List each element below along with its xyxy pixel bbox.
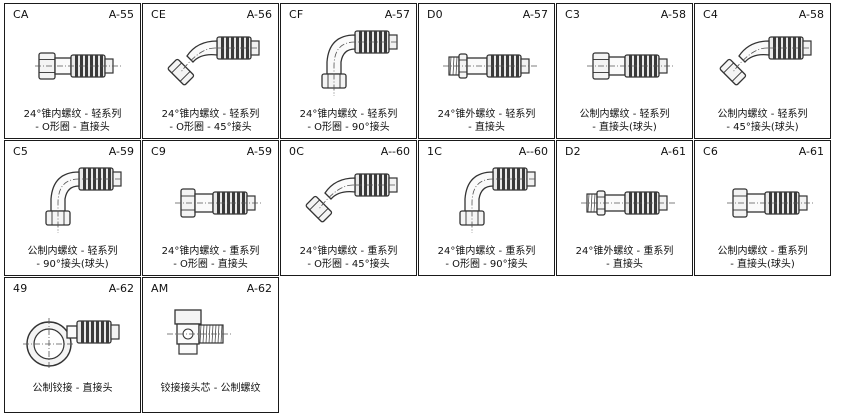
description-line-1: 公制内螺纹 - 轻系列: [579, 109, 670, 120]
fitting-card: CF A-57 24°锥内螺纹 - 轻系列 - O形圈 - 90°接头: [280, 3, 417, 139]
fitting-drawing: [321, 30, 398, 96]
description-line-2: - O形圈 - 直接头: [173, 259, 248, 270]
fitting-drawing: [459, 167, 536, 233]
catalog-page-ref: A-58: [798, 8, 824, 21]
fitting-card: 49 A-62 公制铰接 - 直接头: [4, 277, 141, 413]
fitting-drawing: [587, 52, 675, 80]
fitting-code: CF: [289, 8, 304, 21]
fitting-code: 49: [13, 282, 28, 295]
fitting-drawing: [443, 53, 537, 79]
description-line-1: 公制内螺纹 - 轻系列: [717, 109, 808, 120]
fitting-description: 公制内螺纹 - 轻系列 - 直接头(球头): [559, 108, 690, 134]
fitting-card: C9 A-59 24°锥内螺纹 - 重系列 - O形圈 - 直接头: [142, 140, 279, 276]
fitting-description: 公制铰接 - 直接头: [7, 382, 138, 395]
description-line-1: 24°锥外螺纹 - 重系列: [575, 246, 674, 257]
fitting-description: 24°锥内螺纹 - 重系列 - O形圈 - 45°接头: [283, 245, 414, 271]
fitting-code: D2: [565, 145, 581, 158]
fitting-code: 1C: [427, 145, 443, 158]
fitting-card: CA A-55 24°锥内螺纹 - 轻系列 - O形圈 - 直接头: [4, 3, 141, 139]
description-line-2: - O形圈 - 45°接头: [307, 259, 390, 270]
fitting-code: CA: [13, 8, 29, 21]
fitting-card: AM A-62 铰接接头芯 - 公制螺纹: [142, 277, 279, 413]
catalog-page-ref: A--60: [518, 145, 548, 158]
catalog-page-ref: A-59: [108, 145, 134, 158]
description-line-2: - 直接头(球头): [592, 122, 657, 133]
catalog-page-ref: A-55: [108, 8, 134, 21]
description-line-2: - O形圈 - 45°接头: [169, 122, 252, 133]
catalog-page-ref: A-56: [246, 8, 272, 21]
catalog-page-ref: A-57: [522, 8, 548, 21]
fitting-code: C3: [565, 8, 581, 21]
description-line-2: - 直接头(球头): [730, 259, 795, 270]
catalog-page-ref: A-62: [108, 282, 134, 295]
fitting-drawing: [23, 318, 120, 370]
fitting-drawing: [35, 52, 121, 80]
fitting-drawing: [305, 173, 398, 223]
fitting-code: C4: [703, 8, 719, 21]
description-line-1: 24°锥外螺纹 - 轻系列: [437, 109, 536, 120]
fitting-description: 24°锥内螺纹 - 重系列 - O形圈 - 90°接头: [421, 245, 552, 271]
fitting-card: D0 A-57 24°锥外螺纹 - 轻系列 - 直接头: [418, 3, 555, 139]
fitting-card: C4 A-58 公制内螺纹 - 轻系列 - 45°接头(球头): [694, 3, 831, 139]
fitting-description: 24°锥内螺纹 - 重系列 - O形圈 - 直接头: [145, 245, 276, 271]
fitting-code: C6: [703, 145, 719, 158]
fitting-card: C6 A-61 公制内螺纹 - 重系列 - 直接头(球头): [694, 140, 831, 276]
fitting-description: 公制内螺纹 - 轻系列 - 90°接头(球头): [7, 245, 138, 271]
fitting-code: D0: [427, 8, 443, 21]
fitting-code: CE: [151, 8, 167, 21]
fitting-card: C3 A-58 公制内螺纹 - 轻系列 - 直接头(球头): [556, 3, 693, 139]
description-line-2: - 直接头: [468, 122, 505, 133]
description-line-2: - O形圈 - 90°接头: [307, 122, 390, 133]
catalog-page-ref: A-61: [798, 145, 824, 158]
catalog-page-ref: A--60: [380, 145, 410, 158]
fitting-description: 24°锥外螺纹 - 轻系列 - 直接头: [421, 108, 552, 134]
catalog-page-ref: A-59: [246, 145, 272, 158]
fitting-card: 1C A--60 24°锥内螺纹 - 重系列 - O形圈 - 90°接头: [418, 140, 555, 276]
description-line-1: 24°锥内螺纹 - 重系列: [437, 246, 536, 257]
description-line-2: - O形圈 - 直接头: [35, 122, 110, 133]
description-line-1: 24°锥内螺纹 - 轻系列: [23, 109, 122, 120]
fitting-drawing: [719, 36, 812, 86]
fitting-code: 0C: [289, 145, 305, 158]
fitting-description: 铰接接头芯 - 公制螺纹: [145, 382, 276, 395]
description-line-2: - 直接头: [606, 259, 643, 270]
fitting-code: C9: [151, 145, 167, 158]
fitting-description: 24°锥内螺纹 - 轻系列 - O形圈 - 45°接头: [145, 108, 276, 134]
description-line-1: 24°锥内螺纹 - 轻系列: [161, 109, 260, 120]
fitting-card: CE A-56 24°锥内螺纹 - 轻系列 - O形圈 - 45°接头: [142, 3, 279, 139]
description-line-1: 24°锥内螺纹 - 重系列: [299, 246, 398, 257]
catalog-page-ref: A-61: [660, 145, 686, 158]
fitting-drawing: [167, 309, 231, 355]
fitting-drawing: [175, 188, 261, 218]
fitting-description: 公制内螺纹 - 重系列 - 直接头(球头): [697, 245, 828, 271]
catalog-page-ref: A-57: [384, 8, 410, 21]
fitting-description: 24°锥外螺纹 - 重系列 - 直接头: [559, 245, 690, 271]
description-line-1: 公制铰接 - 直接头: [32, 383, 113, 394]
fitting-code: AM: [151, 282, 169, 295]
description-line-1: 公制内螺纹 - 轻系列: [27, 246, 118, 257]
description-line-2: - 45°接头(球头): [726, 122, 799, 133]
fitting-drawing: [727, 188, 813, 218]
fitting-drawing: [581, 190, 675, 216]
fitting-description: 24°锥内螺纹 - 轻系列 - O形圈 - 90°接头: [283, 108, 414, 134]
description-line-2: - O形圈 - 90°接头: [445, 259, 528, 270]
fitting-description: 24°锥内螺纹 - 轻系列 - O形圈 - 直接头: [7, 108, 138, 134]
description-line-1: 24°锥内螺纹 - 重系列: [161, 246, 260, 257]
description-line-1: 24°锥内螺纹 - 轻系列: [299, 109, 398, 120]
fitting-card: 0C A--60 24°锥内螺纹 - 重系列 - O形圈 - 45°接头: [280, 140, 417, 276]
catalog-page-ref: A-62: [246, 282, 272, 295]
fitting-card: C5 A-59 公制内螺纹 - 轻系列 - 90°接头(球头): [4, 140, 141, 276]
fitting-card: D2 A-61 24°锥外螺纹 - 重系列 - 直接头: [556, 140, 693, 276]
fitting-drawing: [167, 36, 260, 86]
description-line-1: 公制内螺纹 - 重系列: [717, 246, 808, 257]
fitting-description: 公制内螺纹 - 轻系列 - 45°接头(球头): [697, 108, 828, 134]
catalog-page-ref: A-58: [660, 8, 686, 21]
description-line-2: - 90°接头(球头): [36, 259, 109, 270]
fitting-drawing: [45, 167, 122, 233]
description-line-1: 铰接接头芯 - 公制螺纹: [160, 383, 261, 394]
fitting-code: C5: [13, 145, 29, 158]
